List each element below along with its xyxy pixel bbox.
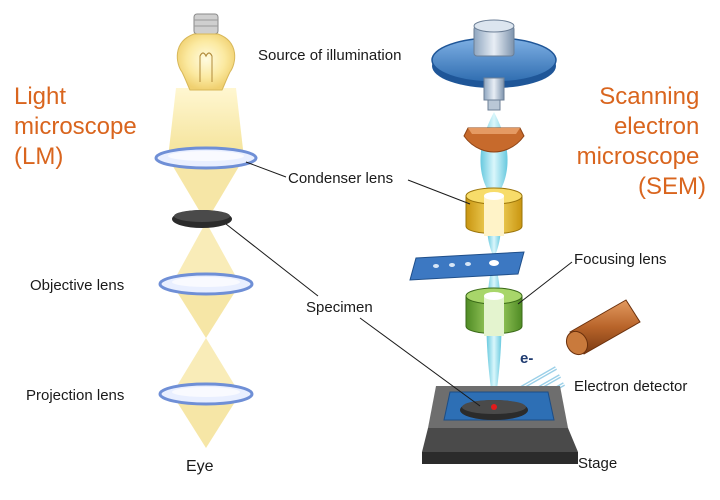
leader-specimen-lm — [225, 223, 319, 297]
sem-title-line-3: microscope — [577, 143, 700, 170]
leader-focusing — [517, 261, 573, 305]
sem-title-line-4: (SEM) — [638, 173, 706, 200]
stage-label: Stage — [578, 455, 617, 472]
electron-detector-label: Electron detector — [574, 378, 687, 395]
lm-title-line-3: (LM) — [14, 143, 63, 170]
leader-condenser-lm — [245, 161, 287, 178]
sem-condenser-orange — [463, 127, 525, 153]
lm-title-line-1: Light — [14, 83, 66, 110]
sem-specimen — [460, 400, 528, 420]
electron-symbol: e- — [520, 350, 533, 367]
lm-projection-lens — [158, 382, 254, 406]
sem-title-line-2: electron — [614, 113, 699, 140]
leader-lines — [225, 161, 573, 407]
condenser-lens-label: Condenser lens — [288, 170, 393, 187]
electron-detector-icon — [565, 299, 641, 356]
light-bulb-icon — [176, 13, 236, 91]
sem-aperture-plate — [409, 251, 525, 281]
eye-label: Eye — [186, 458, 214, 475]
lm-condenser-lens — [154, 146, 258, 170]
projection-lens-label: Projection lens — [26, 387, 124, 404]
source-label: Source of illumination — [258, 47, 401, 64]
leader-condenser-sem — [407, 179, 471, 205]
lm-title: Light microscope (LM) — [14, 83, 143, 170]
lm-objective-lens — [158, 272, 254, 296]
sem-title: Scanning electron microscope (SEM) — [577, 83, 706, 200]
electron-gun-icon — [431, 19, 557, 111]
sem-condenser-coil — [465, 187, 523, 236]
sem-title-line-1: Scanning — [599, 83, 699, 110]
lm-light-beam — [168, 88, 244, 448]
specimen-label: Specimen — [306, 299, 373, 316]
lm-specimen — [172, 210, 232, 228]
lm-title-line-2: microscope — [14, 113, 137, 140]
objective-lens-label: Objective lens — [30, 277, 124, 294]
sem-focusing-coil — [465, 287, 523, 336]
leader-specimen-sem — [359, 317, 481, 407]
focusing-lens-label: Focusing lens — [574, 251, 667, 268]
sem-stage — [422, 386, 578, 464]
